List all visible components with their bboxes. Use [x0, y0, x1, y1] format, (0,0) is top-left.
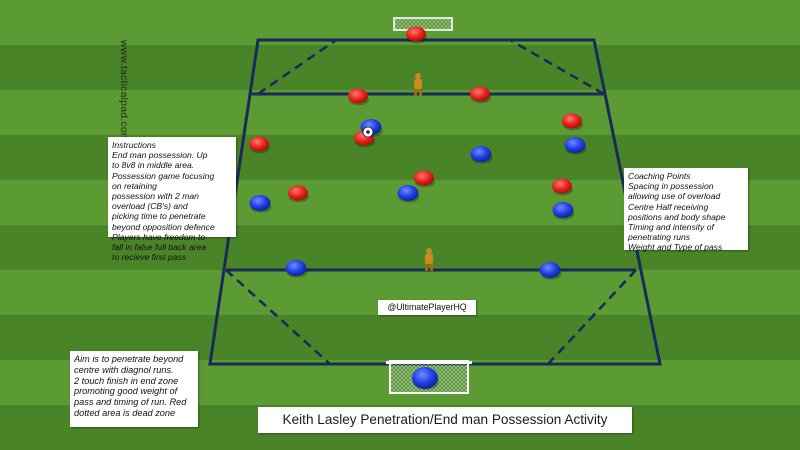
dead-zone-dashes — [225, 38, 637, 365]
aim-line: pass and timing of run. Red — [74, 397, 187, 408]
red-player-marker — [470, 86, 491, 104]
red-player-marker — [552, 178, 573, 196]
instructions-line: Possession game focusing — [112, 170, 215, 181]
grass-stripe — [0, 45, 800, 90]
instructions-line: Players have freedom to — [112, 231, 206, 242]
coaching-points-line: allowing use of overload — [628, 191, 721, 202]
aim-line: Aim is to penetrate beyond — [74, 354, 184, 364]
blue-goal-marker — [412, 367, 439, 390]
handle-label: @UltimatePlayerHQ — [378, 300, 476, 315]
blue-player-marker — [470, 146, 493, 164]
goalkeeper-figure — [414, 73, 422, 96]
instructions-line: Instructions — [112, 140, 156, 150]
aim-line: centre with diagnol runs. — [74, 364, 174, 375]
goalkeeper-figure — [425, 248, 433, 271]
red-player-marker — [414, 170, 435, 188]
instructions-line: fall in false full back area — [112, 242, 207, 253]
aim-line: dotted area is dead zone — [74, 407, 176, 418]
coaching-points-line: Spacing in possession — [628, 181, 714, 192]
coaching-points-line: positions and body shape — [628, 211, 726, 222]
red-player-marker — [406, 26, 427, 44]
instructions-line: beyond opposition defence — [112, 221, 215, 232]
blue-player-marker — [539, 262, 562, 280]
football-icon — [362, 126, 374, 138]
coaching-points-line: Timing and intensity of — [628, 222, 714, 233]
player-markers — [249, 26, 587, 390]
instructions-line: possession with 2 man — [112, 191, 199, 202]
instructions-line: End man possession. Up — [112, 150, 208, 161]
blue-player-marker — [564, 137, 587, 155]
instructions-line: picking time to penetrate — [112, 211, 206, 222]
blue-player-marker — [552, 202, 575, 220]
red-player-marker — [249, 136, 270, 154]
blue-player-marker — [249, 195, 272, 213]
red-player-marker — [562, 113, 583, 131]
grass-stripe — [0, 90, 800, 135]
coaching-points-line: penetrating runs — [628, 232, 691, 243]
outer-boundary — [208, 38, 662, 366]
blue-player-marker — [285, 260, 308, 278]
coaching-points-line: Coaching Points — [628, 171, 691, 181]
top-goal — [393, 17, 453, 31]
coaching-points-line: Weight and Type of pass — [628, 242, 723, 253]
coaching-points-line: Centre Half receiving — [628, 201, 709, 212]
instructions-line: to 8v8 in middle area. — [112, 160, 195, 171]
aim-line: promoting good weight of — [74, 386, 178, 397]
instructions-line: on retaining — [112, 180, 157, 191]
instructions-line: to recieve first pass — [112, 252, 187, 263]
blue-player-marker — [397, 185, 420, 203]
red-player-marker — [348, 88, 369, 106]
activity-title: Keith Lasley Penetration/End man Possess… — [258, 407, 632, 433]
instructions-line: overload (CB's) and — [112, 201, 188, 212]
red-player-marker — [288, 185, 309, 203]
website-watermark: www.tacticalpad.com — [118, 40, 130, 142]
aim-line: 2 touch finish in end zone — [74, 375, 179, 386]
